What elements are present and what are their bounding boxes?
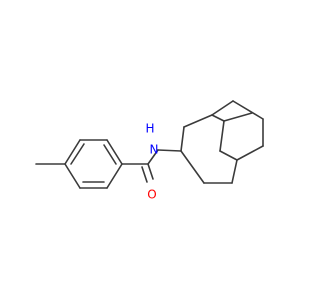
bond-cage-11	[180, 150, 205, 184]
bond-cage-6	[236, 145, 264, 161]
oxygen-label: O	[147, 188, 156, 202]
bond-ring-3-double	[103, 144, 117, 165]
molecule-drawing: H N O	[35, 100, 264, 202]
bond-carbonyl-to-nitrogen	[147, 149, 159, 165]
bond-carbonyl-2	[141, 166, 148, 183]
bond-ring-1	[64, 139, 81, 165]
structure-canvas: H N O	[35, 100, 264, 202]
bond-nitrogen-to-cage	[157, 149, 182, 152]
bond-cage-1	[180, 126, 185, 152]
bond-ring-4	[106, 163, 123, 189]
bond-cage-3	[211, 100, 234, 116]
bond-cage-13	[231, 159, 238, 184]
bond-carbonyl-1	[147, 163, 154, 180]
bond-cage-2	[183, 114, 213, 128]
bond-cage-9	[211, 114, 225, 122]
atom-labels: H N O	[145, 122, 158, 202]
bond-cage-4	[232, 100, 264, 120]
nitrogen-hydrogen-label: H	[145, 122, 154, 136]
bond-cage-8	[219, 120, 225, 152]
bond-cage-7	[219, 150, 238, 161]
bonds	[35, 100, 264, 189]
bond-ring-6	[64, 163, 81, 189]
bond-ring-3	[106, 139, 123, 165]
bond-cage-10	[223, 112, 253, 122]
bond-ring-1-double	[70, 143, 85, 165]
nitrogen-label: N	[150, 143, 159, 157]
